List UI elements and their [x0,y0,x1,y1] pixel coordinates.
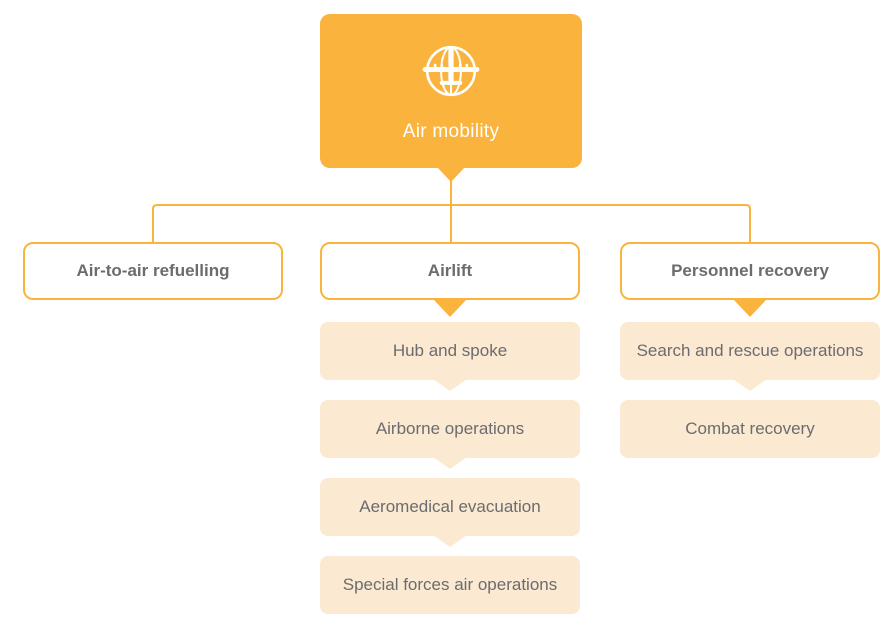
branch-node-airlift: Airlift [320,242,580,300]
child-label: Airborne operations [375,419,525,438]
child-label: Search and rescue operations [636,341,864,360]
child-label: Aeromedical evacuation [359,497,541,516]
peach-pointer-down [433,457,467,469]
personnel-recovery-pointer-down [734,300,766,317]
root-pointer-down [437,167,465,182]
branch-label: Airlift [427,261,473,280]
child-label: Hub and spoke [392,341,508,360]
peach-pointer-down [433,535,467,547]
child-node-special-forces-air-operations: Special forces air operations [320,556,580,614]
root-node-air-mobility: Air mobility [320,14,582,168]
globe-aircraft-icon [418,38,484,109]
peach-pointer-down [733,379,767,391]
child-node-airborne-operations: Airborne operations [320,400,580,469]
child-node-hub-and-spoke: Hub and spoke [320,322,580,391]
child-label: Combat recovery [685,419,815,438]
child-node-combat-recovery: Combat recovery [620,400,880,458]
airlift-pointer-down [434,300,466,317]
child-node-aeromedical-evacuation: Aeromedical evacuation [320,478,580,547]
branch-label: Air-to-air refuelling [76,261,230,280]
branch-label: Personnel recovery [671,261,829,280]
child-label: Special forces air operations [342,575,558,594]
branch-node-air-to-air-refuelling: Air-to-air refuelling [23,242,283,300]
child-node-search-and-rescue-operations: Search and rescue operations [620,322,880,391]
branch-node-personnel-recovery: Personnel recovery [620,242,880,300]
root-node-label: Air mobility [402,121,500,142]
peach-pointer-down [433,379,467,391]
